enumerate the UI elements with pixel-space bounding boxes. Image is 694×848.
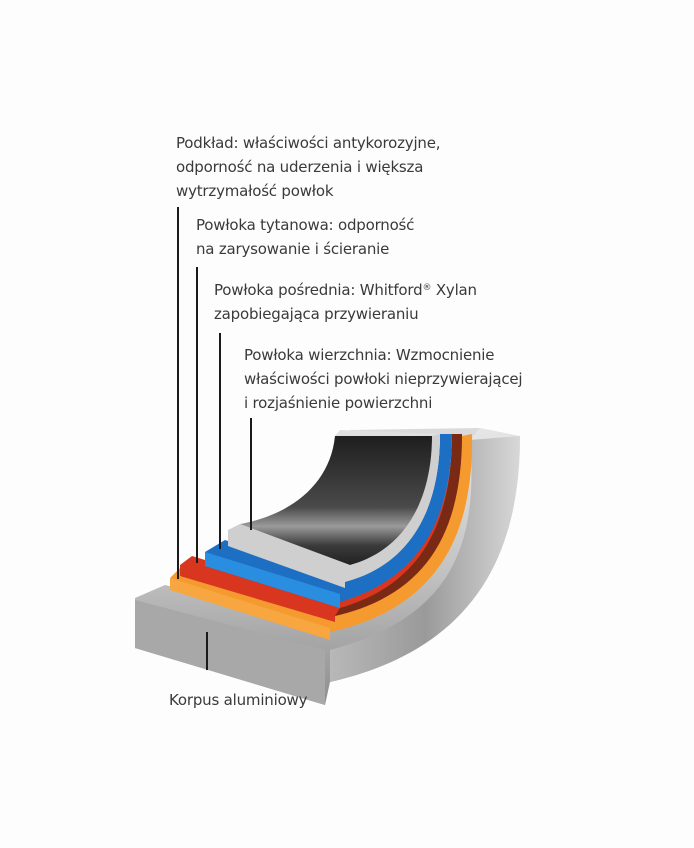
label-titanium-line-1: Powłoka tytanowa: odporność <box>196 216 415 234</box>
leader-line-titanium <box>196 267 198 563</box>
label-primer-line-2: odporność na uderzenia i większa <box>176 158 424 176</box>
leader-line-top-coat <box>250 418 252 530</box>
label-top-coat-line-1: Powłoka wierzchnia: Wzmocnienie <box>244 346 495 364</box>
label-primer: Podkład: właściwości antykorozyjne, odpo… <box>176 131 441 203</box>
intermediate-layer <box>205 434 452 608</box>
label-titanium-line-2: na zarysowanie i ścieranie <box>196 240 390 258</box>
label-body: Korpus aluminiowy <box>169 688 307 712</box>
label-intermediate: Powłoka pośrednia: Whitford® Xylan zapob… <box>214 278 477 326</box>
label-primer-line-1: Podkład: właściwości antykorozyjne, <box>176 134 441 152</box>
non-stick-surface <box>240 430 440 565</box>
leader-line-body <box>206 632 208 670</box>
label-titanium: Powłoka tytanowa: odporność na zarysowan… <box>196 213 414 261</box>
label-intermediate-line-1: Powłoka pośrednia: Whitford® Xylan <box>214 281 477 299</box>
registered-trademark-symbol: ® <box>422 283 432 293</box>
label-top-coat-line-2: właściwości powłoki nieprzywierającej <box>244 370 523 388</box>
leader-line-intermediate <box>219 333 221 549</box>
label-top-coat-line-3: i rozjaśnienie powierzchni <box>244 394 433 412</box>
top-coat-layer <box>228 434 440 588</box>
label-body-line-1: Korpus aluminiowy <box>169 691 308 709</box>
leader-line-primer <box>177 207 179 579</box>
label-primer-line-3: wytrzymałość powłok <box>176 182 334 200</box>
label-intermediate-line-2: zapobiegająca przywieraniu <box>214 305 419 323</box>
label-top-coat: Powłoka wierzchnia: Wzmocnienie właściwo… <box>244 343 523 415</box>
